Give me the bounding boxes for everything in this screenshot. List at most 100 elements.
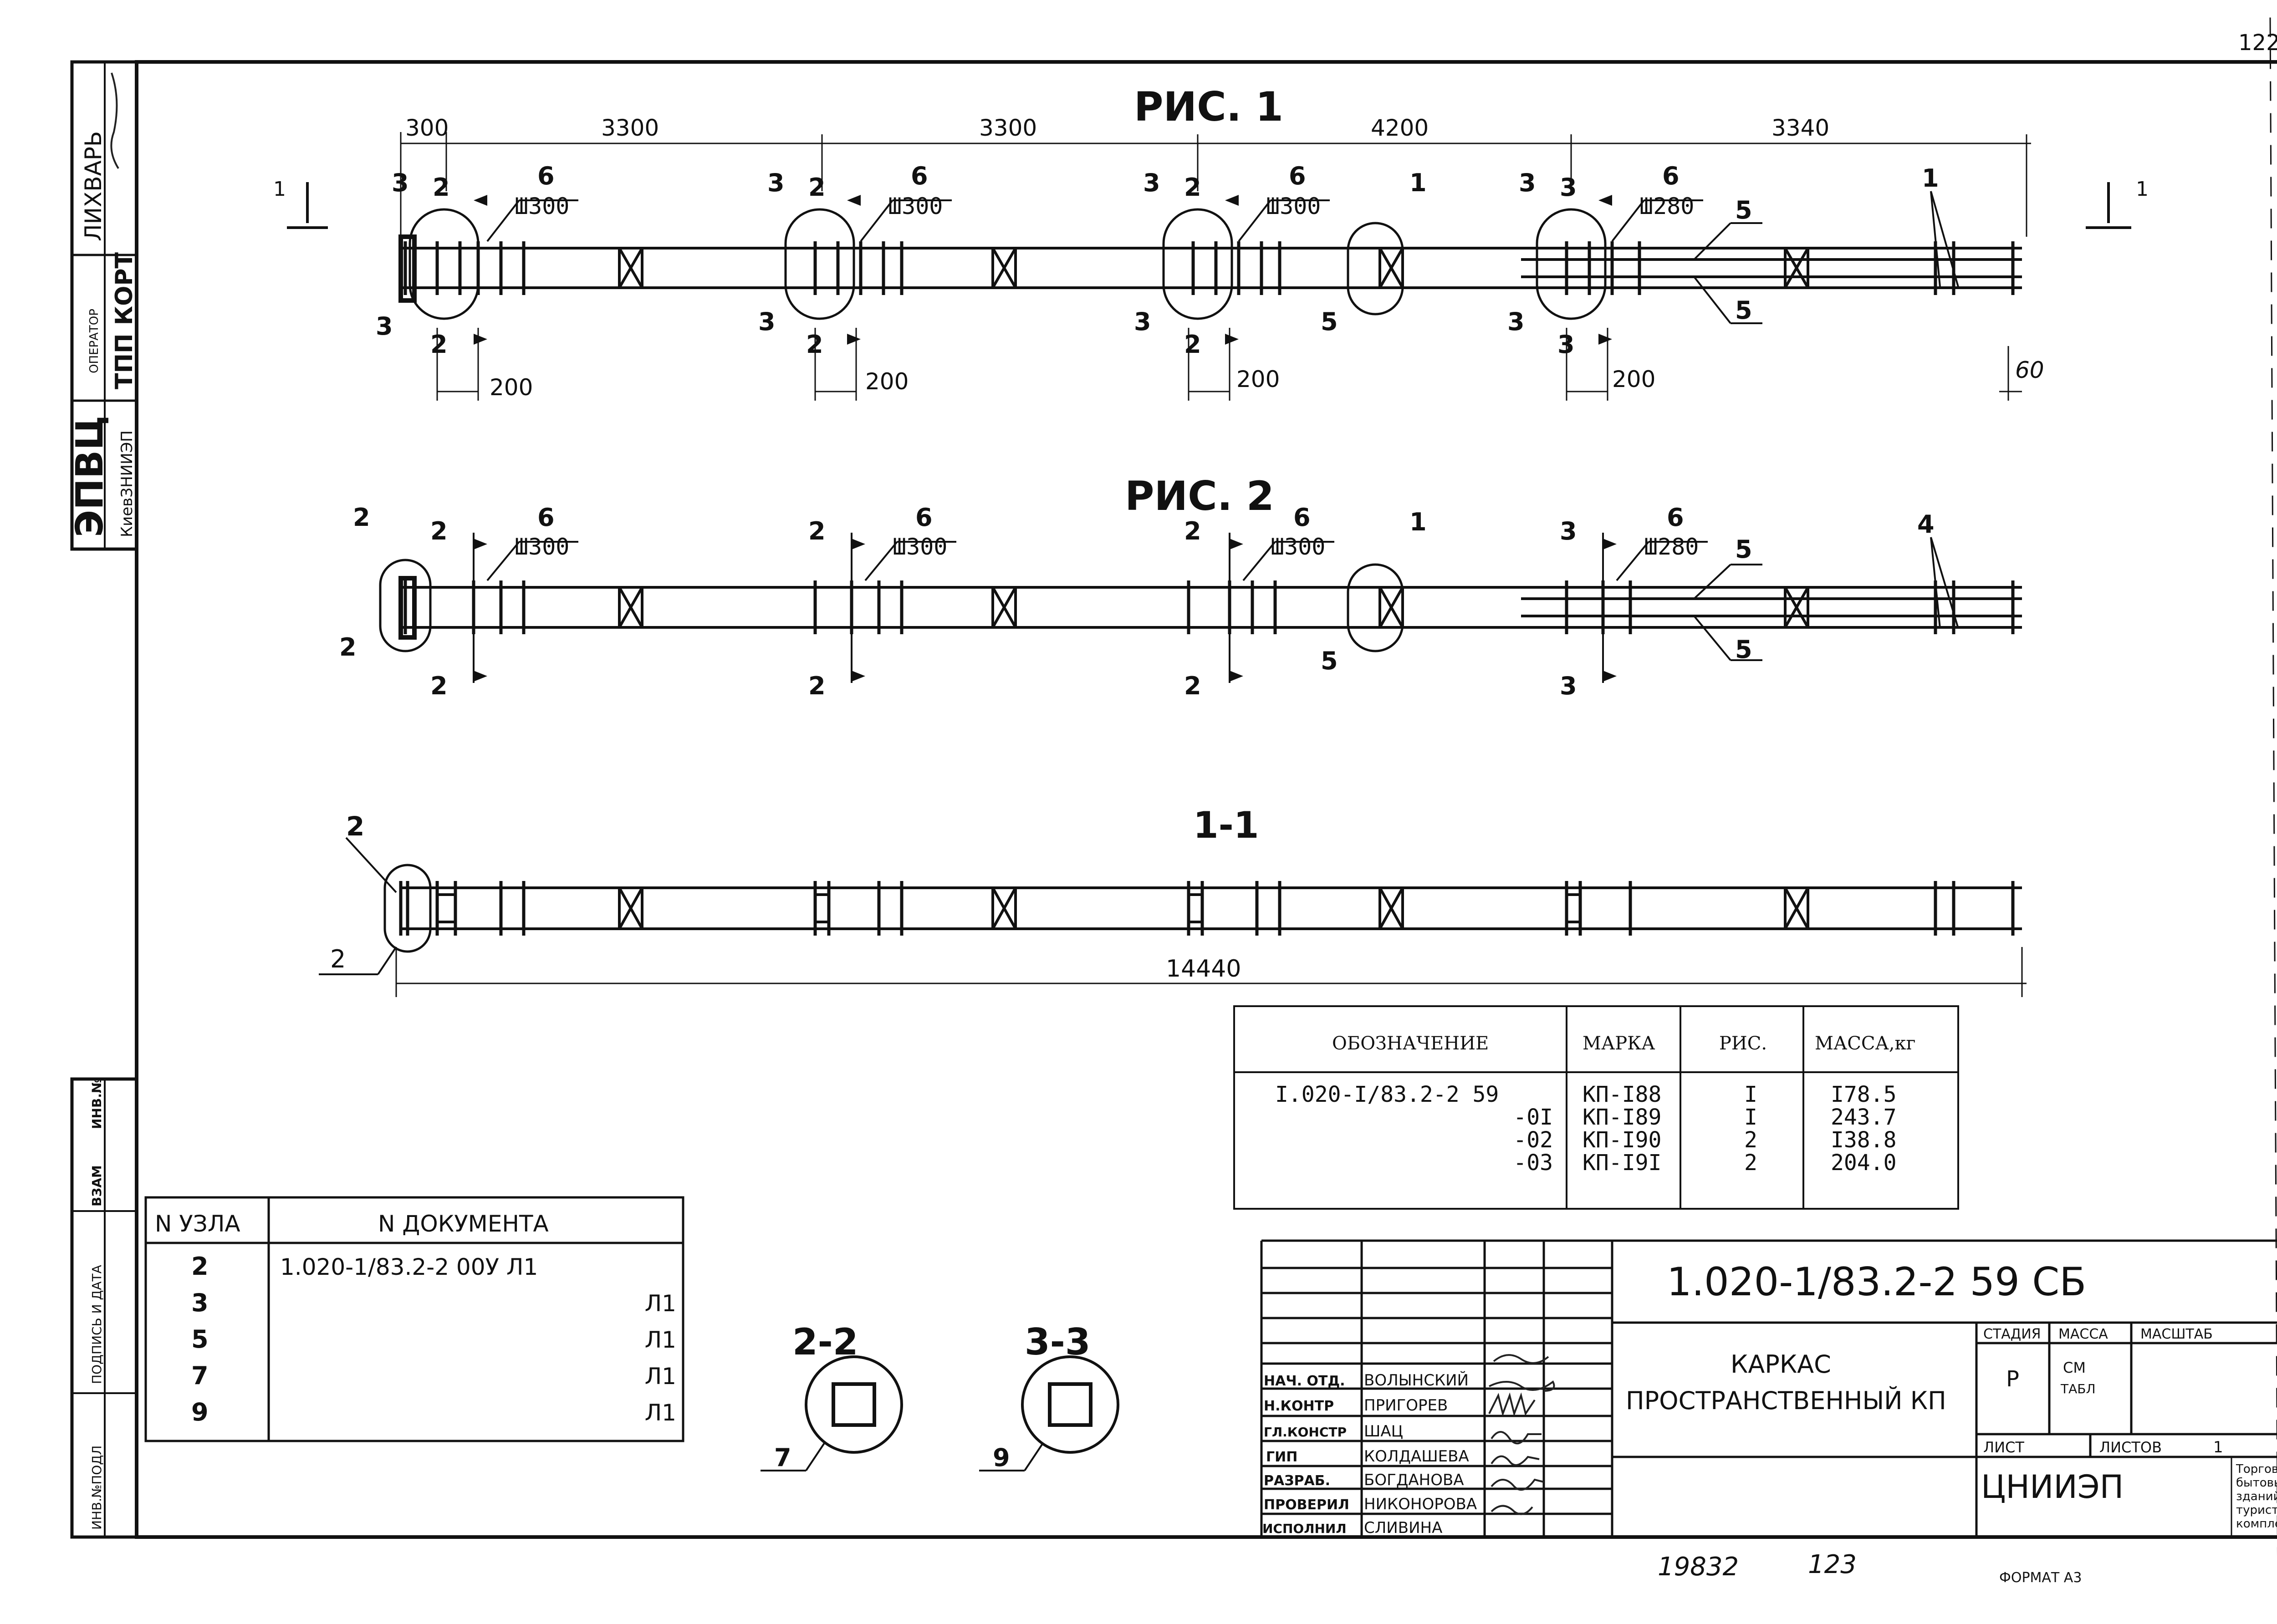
fig2-callout-sh300c: Ш300 <box>515 534 569 560</box>
title-block-frame <box>1260 1239 2277 1537</box>
nodes-table-frame <box>144 1196 684 1442</box>
title-sheets-value: 1 <box>2213 1438 2223 1456</box>
fig2-callout-5k: 5 <box>1735 535 1752 564</box>
fig2-callout-6g: 6 <box>1293 503 1311 532</box>
person-1: ПРИГОРЕВ <box>1364 1396 1448 1415</box>
callout-2e: 2 <box>1184 173 1201 202</box>
nodes-row-4-doc: Л1 <box>645 1400 676 1426</box>
spec-fig-2: 2 <box>1744 1127 1757 1153</box>
callout-5g: 5 <box>1321 307 1338 336</box>
person-2: ШАЦ <box>1364 1422 1403 1441</box>
fig2-callout-5i: 5 <box>1321 647 1338 675</box>
person-5: НИКОНОРОВА <box>1364 1495 1477 1513</box>
spec-mark-3: КП-I9I <box>1583 1150 1661 1176</box>
callout-3f: 3 <box>1134 307 1151 336</box>
spec-designation-3: -03 <box>1513 1150 1553 1176</box>
title-org-sub-2: зданий и <box>2236 1490 2277 1503</box>
title-mass-label: МАССА <box>2058 1326 2108 1342</box>
callout-sh300e: Ш300 <box>1266 193 1321 219</box>
signatures <box>110 72 1555 1515</box>
callout-3a: 3 <box>392 168 409 197</box>
sect-callout-2a: 2 <box>346 811 364 842</box>
title-org-sub-3: туристских <box>2236 1503 2277 1517</box>
left-name: ЛИХВАРЬ <box>80 131 107 241</box>
section-3-3-view <box>979 1355 1119 1471</box>
fig2-callout-3j: 3 <box>1560 517 1577 545</box>
spec-table-frame <box>1233 1005 1959 1210</box>
role-1: Н.КОНТР <box>1264 1398 1334 1414</box>
figure-1 <box>287 132 2131 401</box>
footer-number: 19832 <box>1658 1552 1739 1582</box>
nodes-row-3-node: 7 <box>191 1361 209 1390</box>
fig1-title: РИС. 1 <box>1134 83 1283 130</box>
corner-number: 122 <box>2238 30 2277 56</box>
nodes-header-node: N УЗЛА <box>155 1211 240 1237</box>
left-org: ЭПВЦ <box>68 416 112 537</box>
dim-200-3: 200 <box>1236 366 1280 392</box>
fig2-callout-sh300e: Ш300 <box>893 534 947 560</box>
fig2-callout-6j: 6 <box>1667 503 1684 532</box>
dim-4200: 4200 <box>1371 115 1429 141</box>
callout-sh280h: Ш280 <box>1639 193 1694 219</box>
title-name-2: ПРОСТРАНСТВЕННЫЙ КП <box>1626 1386 1946 1415</box>
section-3-3-title: 3-3 <box>1025 1321 1091 1363</box>
left-institute: КиевЗНИИЭП <box>118 430 136 537</box>
spec-mark-1: КП-I89 <box>1583 1105 1661 1130</box>
callout-9: 9 <box>993 1443 1010 1472</box>
person-6: СЛИВИНА <box>1364 1519 1442 1537</box>
callout-3j: 3 <box>1507 307 1525 336</box>
spec-header-designation: ОБОЗНАЧЕНИЕ <box>1332 1033 1489 1054</box>
fig2-callout-1i: 1 <box>1409 508 1427 536</box>
fig2-callout-3k: 3 <box>1560 672 1577 700</box>
title-stage-label: СТАДИЯ <box>1983 1326 2041 1342</box>
callout-1g: 1 <box>1409 168 1427 197</box>
callout-3k: 3 <box>1557 330 1575 359</box>
title-org: ЦНИИЭП <box>1981 1468 2124 1506</box>
dim-200-1: 200 <box>490 374 533 401</box>
callout-3d: 3 <box>758 307 776 336</box>
title-code: 1.020-1/83.2-2 59 СБ <box>1667 1259 2086 1305</box>
fig2-callout-5l: 5 <box>1735 635 1752 664</box>
callout-6a: 6 <box>537 162 555 190</box>
nodes-row-3-doc: Л1 <box>645 1363 676 1390</box>
left-inv-label: ИНВ.№ <box>89 1078 104 1129</box>
title-stage-value: Р <box>2006 1366 2019 1392</box>
fig2-callout-2e: 2 <box>808 517 826 545</box>
dim-3300-a: 3300 <box>601 115 659 141</box>
dim-200-2: 200 <box>865 368 909 395</box>
dim-200-4: 200 <box>1612 366 1655 392</box>
nodes-row-4-node: 9 <box>191 1398 209 1426</box>
fig2-callout-2b: 2 <box>339 633 357 662</box>
left-inv-orig-label: ИНВ.№ПОДЛ <box>89 1446 104 1530</box>
fig2-callout-sh280j: Ш280 <box>1644 534 1699 560</box>
role-6: ИСПОЛНИЛ <box>1262 1521 1347 1536</box>
section-2-2-view <box>761 1355 903 1471</box>
title-name-1: КАРКАС <box>1731 1350 1831 1379</box>
callout-3b: 3 <box>376 312 393 341</box>
fig2-callout-4: 4 <box>1917 510 1935 539</box>
figure-2 <box>379 533 2022 683</box>
spec-mass-1: 243.7 <box>1831 1105 1897 1130</box>
role-4: РАЗРАБ. <box>1264 1473 1330 1489</box>
person-3: КОЛДАШЕВА <box>1364 1447 1469 1466</box>
nodes-row-0-doc: 1.020-1/83.2-2 00У Л1 <box>280 1254 538 1280</box>
callout-3c: 3 <box>767 168 785 197</box>
dim-3340: 3340 <box>1772 115 1829 141</box>
fig2-callout-2a: 2 <box>353 503 370 532</box>
footer-page: 123 <box>1808 1550 1857 1579</box>
callout-7: 7 <box>774 1443 791 1472</box>
sect-callout-2b: 2 <box>330 945 346 973</box>
spec-header-fig: РИС. <box>1719 1033 1767 1054</box>
section-1-1-title: 1-1 <box>1193 804 1259 846</box>
callout-5h: 5 <box>1735 196 1752 224</box>
fig2-callout-6e: 6 <box>915 503 933 532</box>
title-sheets-label: ЛИСТОВ <box>2099 1439 2162 1456</box>
spec-fig-0: I <box>1744 1082 1757 1107</box>
title-org-sub-1: бытовых <box>2236 1476 2277 1490</box>
fig2-title: РИС. 2 <box>1125 473 1274 519</box>
fig2-callout-2c: 2 <box>430 517 448 545</box>
title-sheet-label: ЛИСТ <box>1983 1439 2024 1456</box>
title-org-sub-4: комплексов <box>2236 1517 2277 1531</box>
callout-3e: 3 <box>1143 168 1160 197</box>
callout-2b: 2 <box>430 330 448 359</box>
